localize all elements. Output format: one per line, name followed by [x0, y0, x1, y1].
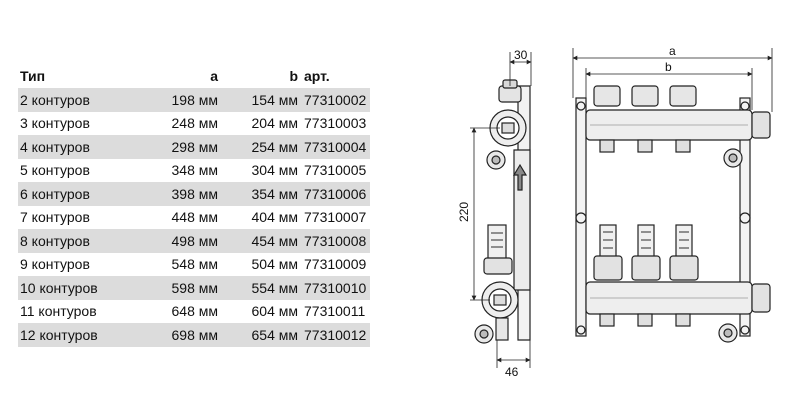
cell-type: 7 контуров	[20, 209, 90, 226]
cell-a: 648 мм	[171, 303, 219, 320]
side-dimensions	[470, 52, 532, 368]
cell-a: 398 мм	[150, 182, 222, 206]
cell-type: 10 контуров	[18, 276, 150, 300]
cell-a: 298 мм	[150, 135, 222, 159]
side-view	[474, 79, 531, 344]
cell-a: 698 мм	[150, 323, 222, 347]
cell-art: 77310010	[302, 276, 370, 300]
cell-a: 548 мм	[171, 256, 219, 273]
cell-type: 5 контуров	[20, 162, 90, 179]
cell-b: 354 мм	[222, 182, 302, 206]
cell-b: 454 мм	[222, 229, 302, 253]
cell-b: 654 мм	[222, 323, 302, 347]
cell-art: 77310004	[302, 135, 370, 159]
cell-b: 254 мм	[222, 135, 302, 159]
cell-type: 8 контуров	[18, 229, 150, 253]
dim-height-label: 220	[457, 202, 471, 222]
cell-b: 204 мм	[251, 115, 299, 132]
cell-a: 348 мм	[171, 162, 219, 179]
header-art: арт.	[304, 68, 330, 84]
cell-a: 248 мм	[171, 115, 219, 132]
cell-type: 12 контуров	[18, 323, 150, 347]
cell-type: 3 контуров	[20, 115, 90, 132]
cell-art: 77310002	[302, 88, 370, 112]
table-row: 5 контуров 348 мм 304 мм 77310005	[18, 159, 370, 183]
cell-b: 554 мм	[222, 276, 302, 300]
cell-type: 4 контуров	[18, 135, 150, 159]
dim-a-label: a	[669, 44, 676, 58]
cell-art: 77310006	[302, 182, 370, 206]
cell-b: 154 мм	[222, 88, 302, 112]
dim-bottom-depth-label: 46	[505, 365, 519, 379]
cell-b: 404 мм	[251, 209, 299, 226]
cell-b: 604 мм	[251, 303, 299, 320]
dim-top-depth-label: 30	[514, 48, 528, 62]
dim-b-label: b	[665, 60, 672, 74]
cell-art: 77310009	[304, 256, 367, 273]
cell-b: 304 мм	[251, 162, 299, 179]
cell-type: 11 контуров	[20, 303, 97, 320]
cell-art: 77310011	[304, 303, 366, 320]
cell-art: 77310012	[302, 323, 370, 347]
cell-b: 504 мм	[251, 256, 299, 273]
cell-art: 77310003	[304, 115, 367, 132]
cell-a: 448 мм	[171, 209, 219, 226]
header-type: Тип	[20, 68, 46, 84]
cell-type: 2 контуров	[18, 88, 150, 112]
cell-art: 77310008	[302, 229, 370, 253]
table-row: 7 контуров 448 мм 404 мм 77310007	[18, 206, 370, 230]
table-row: 9 контуров 548 мм 504 мм 77310009	[18, 253, 370, 277]
header-b: b	[289, 68, 298, 84]
cell-a: 198 мм	[150, 88, 222, 112]
header-a: a	[210, 68, 218, 84]
table-row: 3 контуров 248 мм 204 мм 77310003	[18, 112, 370, 136]
table-header-row: Тип a b арт.	[18, 64, 370, 88]
cell-art: 77310005	[304, 162, 367, 179]
cell-type: 9 контуров	[20, 256, 90, 273]
cell-a: 498 мм	[150, 229, 222, 253]
cell-art: 77310007	[304, 209, 367, 226]
front-dimensions	[572, 48, 773, 112]
cell-type: 6 контуров	[18, 182, 150, 206]
front-view	[575, 85, 771, 343]
cell-a: 598 мм	[150, 276, 222, 300]
table-row: 11 контуров 648 мм 604 мм 77310011	[18, 300, 370, 324]
